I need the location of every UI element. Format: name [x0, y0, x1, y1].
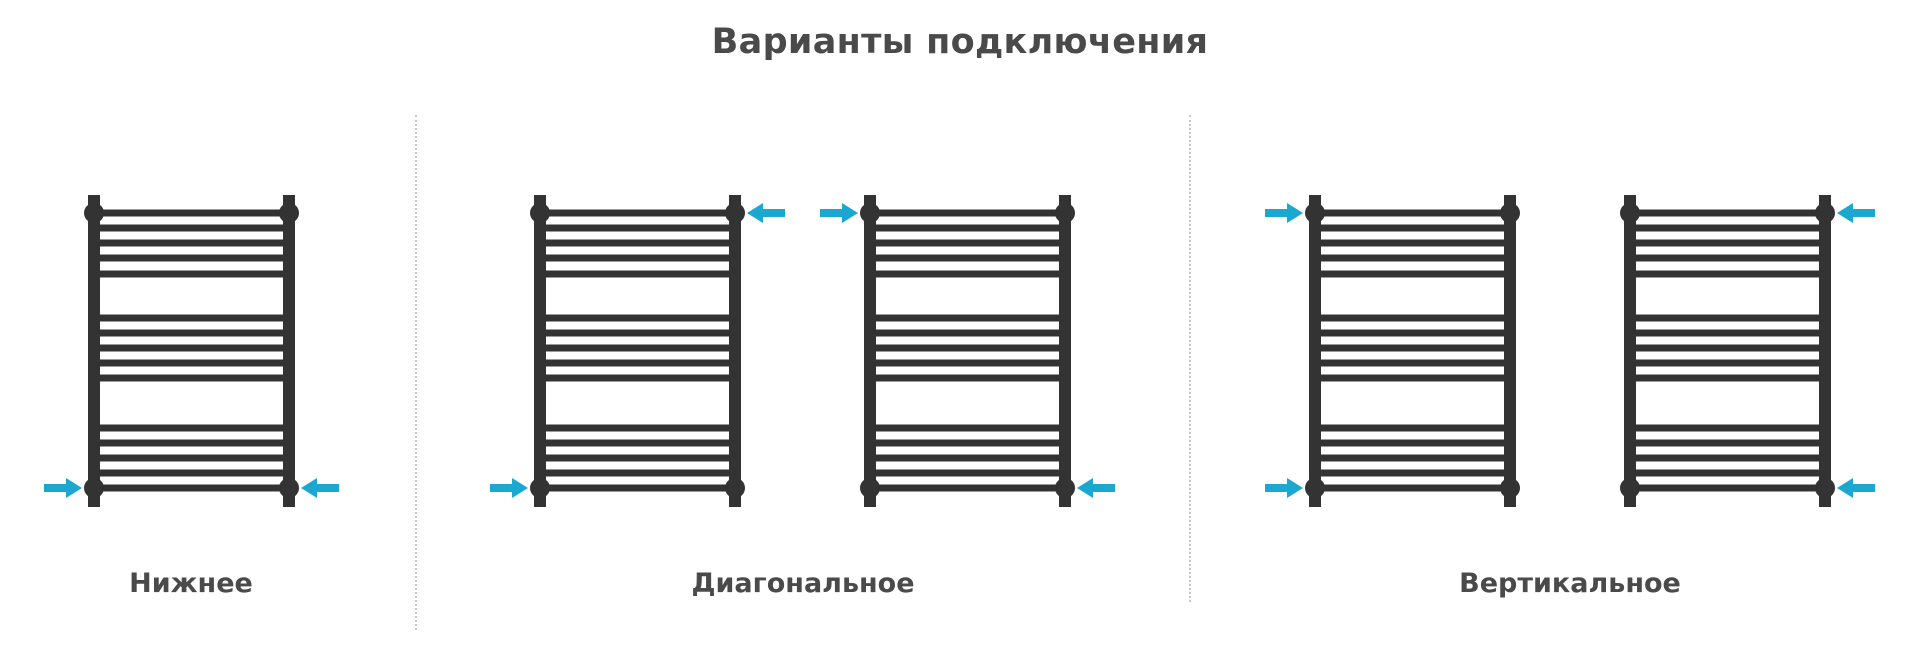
inlet-arrow-icon	[1265, 478, 1303, 498]
caption-vertical: Вертикальное	[1459, 568, 1681, 599]
right-post	[1504, 195, 1516, 507]
inlet-arrow-icon	[490, 478, 528, 498]
connection-node-top-left	[530, 203, 550, 223]
inlet-arrow-icon	[1265, 203, 1303, 223]
connection-node-bottom-left	[1620, 478, 1640, 498]
connection-node-bottom-left	[530, 478, 550, 498]
connection-node-top-right	[1500, 203, 1520, 223]
right-post	[283, 195, 295, 507]
connection-node-top-right	[1815, 203, 1835, 223]
connection-node-bottom-left	[1305, 478, 1325, 498]
group-divider	[415, 115, 417, 630]
left-post	[88, 195, 100, 507]
inlet-arrow-icon	[747, 203, 785, 223]
caption-diagonal: Диагональное	[691, 568, 915, 599]
inlet-arrow-icon	[1837, 203, 1875, 223]
connection-node-top-left	[84, 203, 104, 223]
inlet-arrow-icon	[1077, 478, 1115, 498]
page-title: Варианты подключения	[711, 22, 1209, 62]
right-post	[1819, 195, 1831, 507]
connection-node-bottom-left	[84, 478, 104, 498]
connection-node-top-left	[1305, 203, 1325, 223]
connection-node-bottom-right	[1500, 478, 1520, 498]
inlet-arrow-icon	[44, 478, 82, 498]
inlet-arrow-icon	[301, 478, 339, 498]
radiator-5	[1620, 195, 1875, 507]
right-post	[1059, 195, 1071, 507]
group-divider	[1189, 115, 1191, 602]
inlet-arrow-icon	[820, 203, 858, 223]
connection-node-top-right	[725, 203, 745, 223]
connection-node-top-left	[1620, 203, 1640, 223]
connection-node-top-right	[279, 203, 299, 223]
caption-bottom: Нижнее	[129, 568, 253, 599]
radiator-3	[820, 195, 1115, 507]
radiator-2	[490, 195, 785, 507]
connection-node-bottom-right	[1815, 478, 1835, 498]
connection-node-top-right	[1055, 203, 1075, 223]
connection-node-top-left	[860, 203, 880, 223]
connection-node-bottom-right	[279, 478, 299, 498]
radiator-1	[44, 195, 339, 507]
connection-node-bottom-left	[860, 478, 880, 498]
right-post	[729, 195, 741, 507]
left-post	[864, 195, 876, 507]
connection-node-bottom-right	[1055, 478, 1075, 498]
radiator-4	[1265, 195, 1520, 507]
left-post	[1624, 195, 1636, 507]
left-post	[1309, 195, 1321, 507]
inlet-arrow-icon	[1837, 478, 1875, 498]
connection-node-bottom-right	[725, 478, 745, 498]
left-post	[534, 195, 546, 507]
